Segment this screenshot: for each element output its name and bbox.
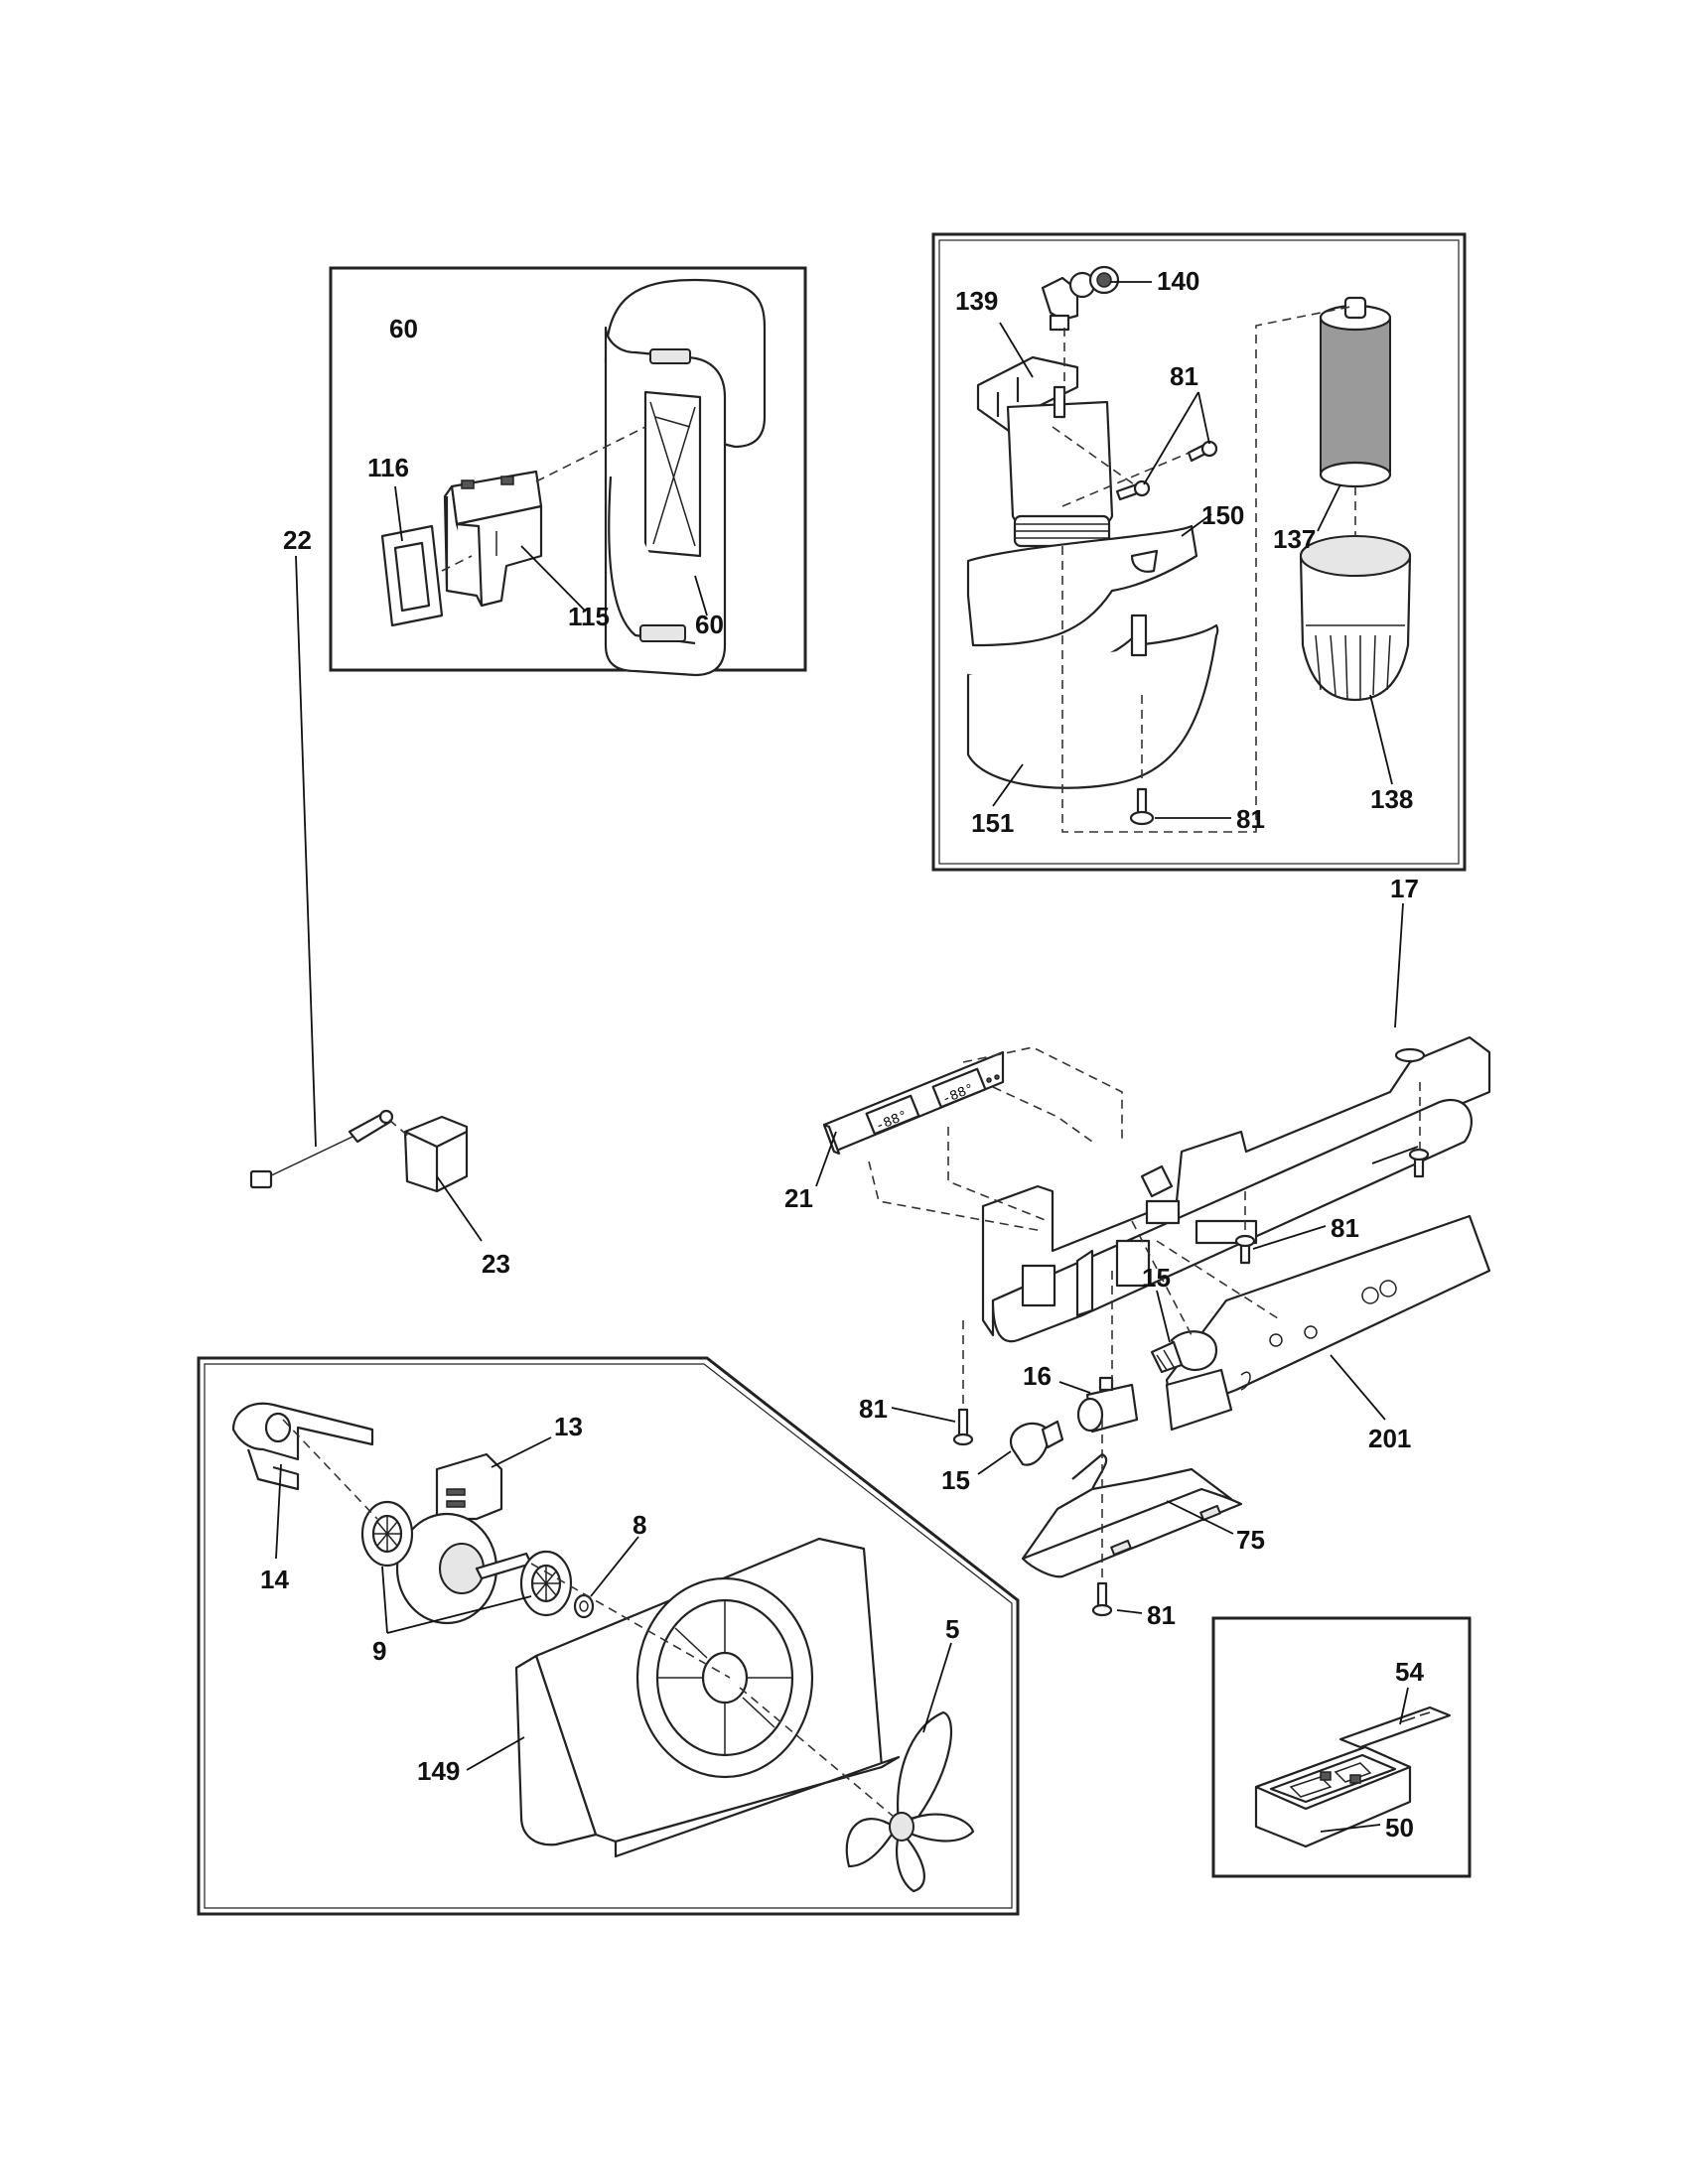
cover-151 xyxy=(966,614,1219,789)
label-14: 14 xyxy=(260,1565,289,1594)
bulb-15-upper xyxy=(1150,1330,1218,1374)
screw-81-bottom xyxy=(1129,787,1155,826)
bulb-15-lower xyxy=(1009,1420,1064,1466)
label-60-bottom: 60 xyxy=(695,610,724,639)
leader-lines xyxy=(275,281,1419,1833)
label-21: 21 xyxy=(784,1183,813,1213)
gasket-116 xyxy=(380,524,444,627)
washer-8 xyxy=(573,1593,595,1619)
label-75: 75 xyxy=(1236,1525,1265,1555)
cover-75 xyxy=(1021,1452,1243,1578)
socket-16 xyxy=(1076,1376,1139,1433)
label-151: 151 xyxy=(971,808,1014,838)
filter-cartridge-137 xyxy=(1319,296,1392,488)
overlay-201 xyxy=(1165,1214,1491,1432)
cover-150 xyxy=(966,524,1198,647)
label-23: 23 xyxy=(482,1249,510,1279)
label-15-lower: 15 xyxy=(941,1465,970,1495)
thermistor-dash xyxy=(388,1119,410,1138)
valve-115 xyxy=(443,470,543,608)
label-150: 150 xyxy=(1201,500,1244,530)
frame-fan-assembly-inner xyxy=(204,1363,1013,1909)
thermistor-22 xyxy=(249,1109,394,1189)
label-16: 16 xyxy=(1023,1361,1052,1391)
fan-dashes xyxy=(282,1419,895,1818)
frame-water-filter-inner xyxy=(938,239,1460,865)
filter-bowl-138 xyxy=(1299,535,1412,702)
screws-81-dispenser xyxy=(952,1148,1430,1617)
frame-water-filter xyxy=(931,232,1467,872)
label-50: 50 xyxy=(1385,1813,1414,1843)
label-5: 5 xyxy=(945,1614,959,1644)
label-201: 201 xyxy=(1368,1424,1411,1453)
label-8: 8 xyxy=(633,1510,646,1540)
filter-head xyxy=(1006,385,1114,548)
label-81-filter: 81 xyxy=(1170,361,1198,391)
label-9: 9 xyxy=(372,1636,386,1666)
label-15-upper: 15 xyxy=(1142,1263,1171,1293)
label-140: 140 xyxy=(1157,266,1199,296)
box2-dashes xyxy=(1052,305,1356,833)
frame-water-valve xyxy=(329,266,807,672)
strip-54 xyxy=(1338,1706,1452,1749)
label-138: 138 xyxy=(1370,784,1413,814)
label-81-left: 81 xyxy=(859,1394,888,1424)
motor-13 xyxy=(395,1452,533,1625)
housing-17 xyxy=(981,1035,1491,1343)
grommet-9-b xyxy=(519,1550,573,1617)
part-labels: 60 116 115 60 139 140 81 150 137 138 151… xyxy=(260,266,1424,1843)
label-149: 149 xyxy=(417,1756,460,1786)
label-22: 22 xyxy=(283,525,312,555)
label-17: 17 xyxy=(1390,874,1419,903)
label-54: 54 xyxy=(1395,1657,1424,1687)
screw-81-filter xyxy=(1115,440,1218,501)
label-116: 116 xyxy=(367,453,409,482)
label-81-cover: 81 xyxy=(1147,1600,1176,1630)
label-139: 139 xyxy=(955,286,998,316)
elbow-140 xyxy=(1041,265,1120,332)
module-50 xyxy=(1254,1745,1412,1848)
bracket-14 xyxy=(231,1402,374,1491)
label-115: 115 xyxy=(568,602,610,631)
housing-60 xyxy=(604,278,767,677)
label-81-right: 81 xyxy=(1331,1213,1359,1243)
shroud-149 xyxy=(514,1537,901,1858)
dispenser-dashes xyxy=(868,1046,1421,1578)
frames xyxy=(197,232,1472,1916)
control-board-21: -88° -88° xyxy=(822,1050,1005,1156)
label-13: 13 xyxy=(554,1412,583,1441)
grommet-9-a xyxy=(360,1500,414,1568)
frame-fan-assembly xyxy=(197,1356,1020,1916)
label-137: 137 xyxy=(1273,524,1316,554)
fan-blade-5 xyxy=(845,1710,975,1893)
clip-23 xyxy=(403,1115,469,1193)
box1-dashes xyxy=(441,426,646,572)
label-60-top: 60 xyxy=(389,314,418,343)
label-81-bottom: 81 xyxy=(1236,804,1265,834)
frame-control-module xyxy=(1211,1616,1472,1878)
